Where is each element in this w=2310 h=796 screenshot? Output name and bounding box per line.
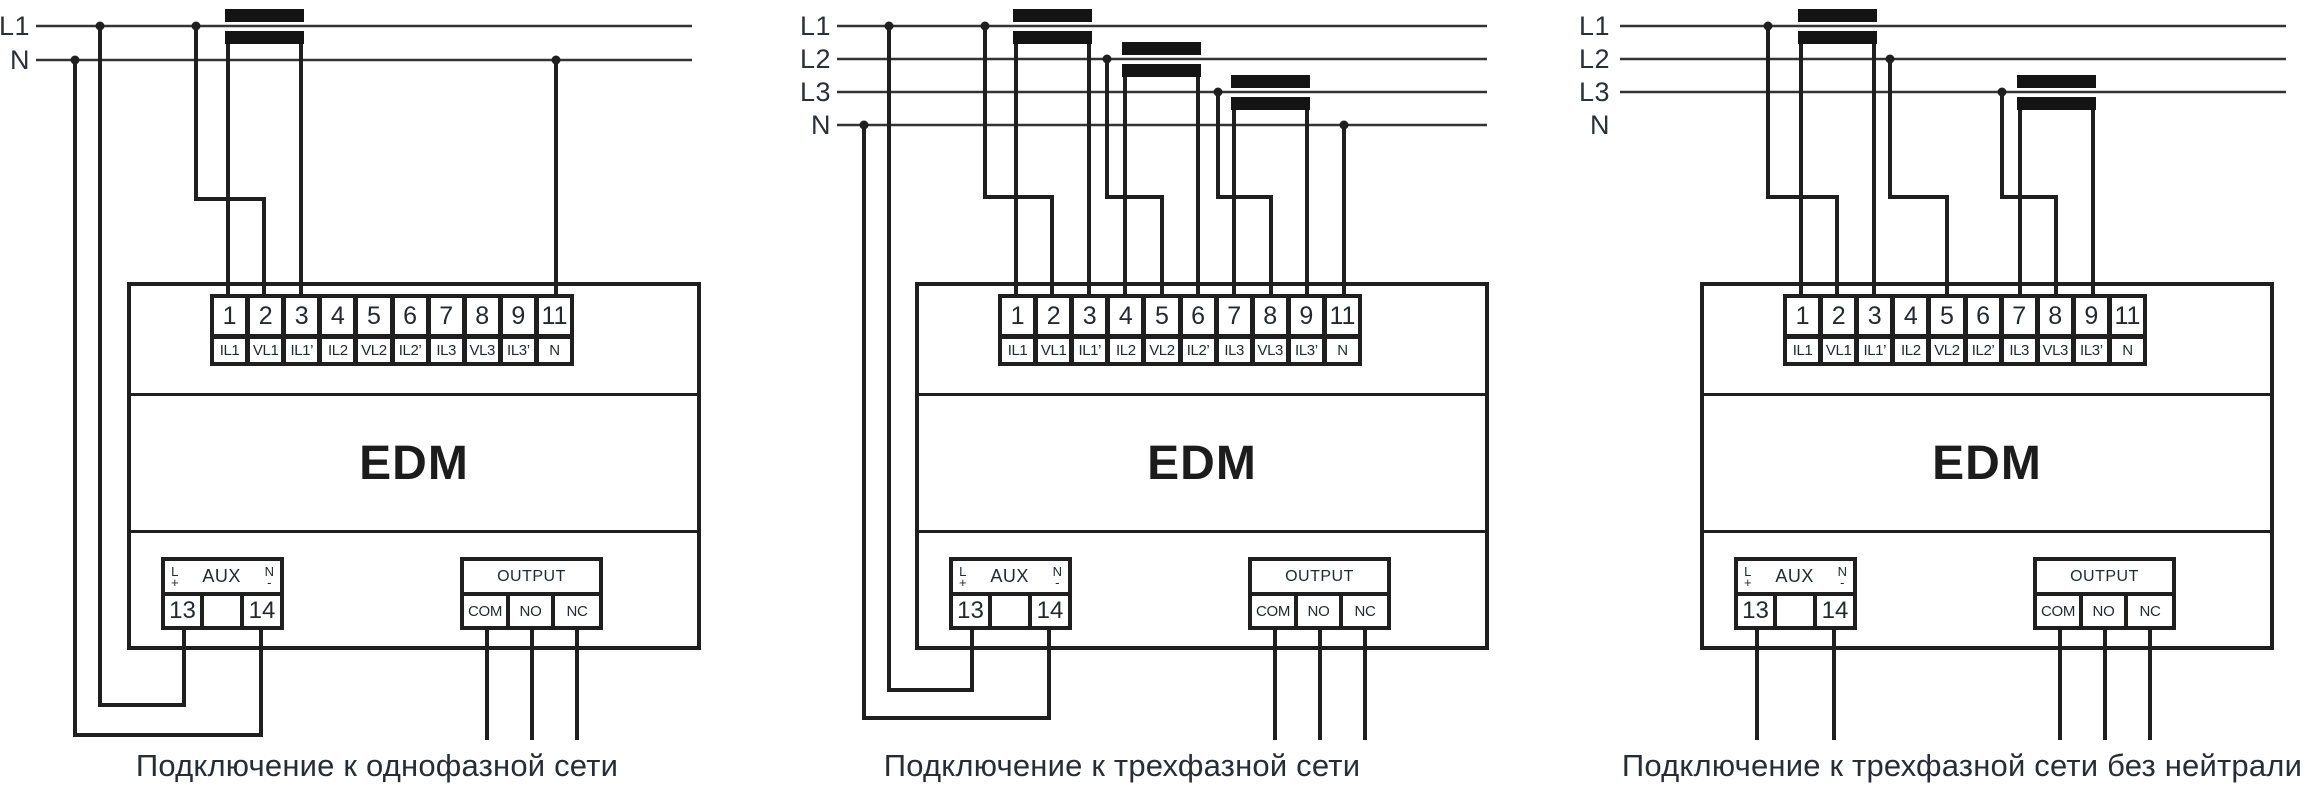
junction-dot [884, 21, 894, 31]
wire [1105, 59, 1164, 296]
current-transformer-bar [1798, 9, 1877, 22]
junction-dot [1763, 21, 1773, 31]
junction-dot [859, 120, 869, 130]
wire [862, 125, 1051, 720]
current-transformer-bar [1231, 75, 1310, 88]
wire [98, 26, 186, 707]
current-transformer-bar [1122, 42, 1201, 55]
current-transformer-bar [1798, 31, 1877, 44]
wire [887, 26, 974, 692]
current-transformer-bar [1231, 97, 1310, 110]
junction-dot [1997, 87, 2007, 97]
junction-dot [1339, 120, 1349, 130]
wire [1888, 59, 1949, 296]
current-transformer-bar [225, 9, 304, 22]
caption-three-phase: Подключение к трехфазной сети [883, 748, 1361, 783]
caption-three-phase-no-neutral: Подключение к трехфазной сети без нейтра… [1621, 748, 2303, 783]
junction-dot [551, 55, 561, 65]
wire [983, 26, 1054, 296]
junction-dot [191, 21, 201, 31]
current-transformer-bar [2017, 75, 2096, 88]
current-transformer-bar [1122, 64, 1201, 77]
junction-dot [70, 55, 80, 65]
junction-dot [980, 21, 990, 31]
current-transformer-bar [1013, 31, 1092, 44]
current-transformer-bar [1013, 9, 1092, 22]
current-transformer-bar [225, 31, 304, 44]
junction-dot [95, 21, 105, 31]
wire [1216, 92, 1273, 296]
caption-single-phase: Подключение к однофазной сети [135, 748, 619, 783]
junction-dot [1885, 54, 1895, 64]
current-transformer-bar [2017, 97, 2096, 110]
junction-dot [1102, 54, 1112, 64]
wire [73, 60, 263, 737]
junction-dot [1213, 87, 1223, 97]
wire [2000, 92, 2058, 296]
